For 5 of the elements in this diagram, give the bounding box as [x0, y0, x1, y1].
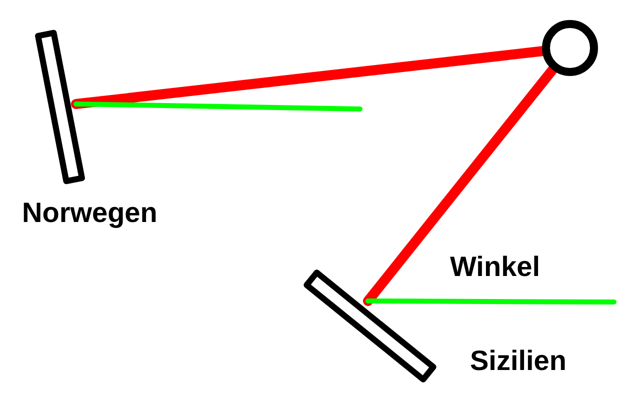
- reference-line: [366, 298, 616, 304]
- reference-line: [74, 102, 362, 112]
- mirror-label: Norwegen: [22, 196, 158, 230]
- mirror-label: Sizilien: [470, 344, 566, 378]
- angle-label: Winkel: [450, 250, 540, 284]
